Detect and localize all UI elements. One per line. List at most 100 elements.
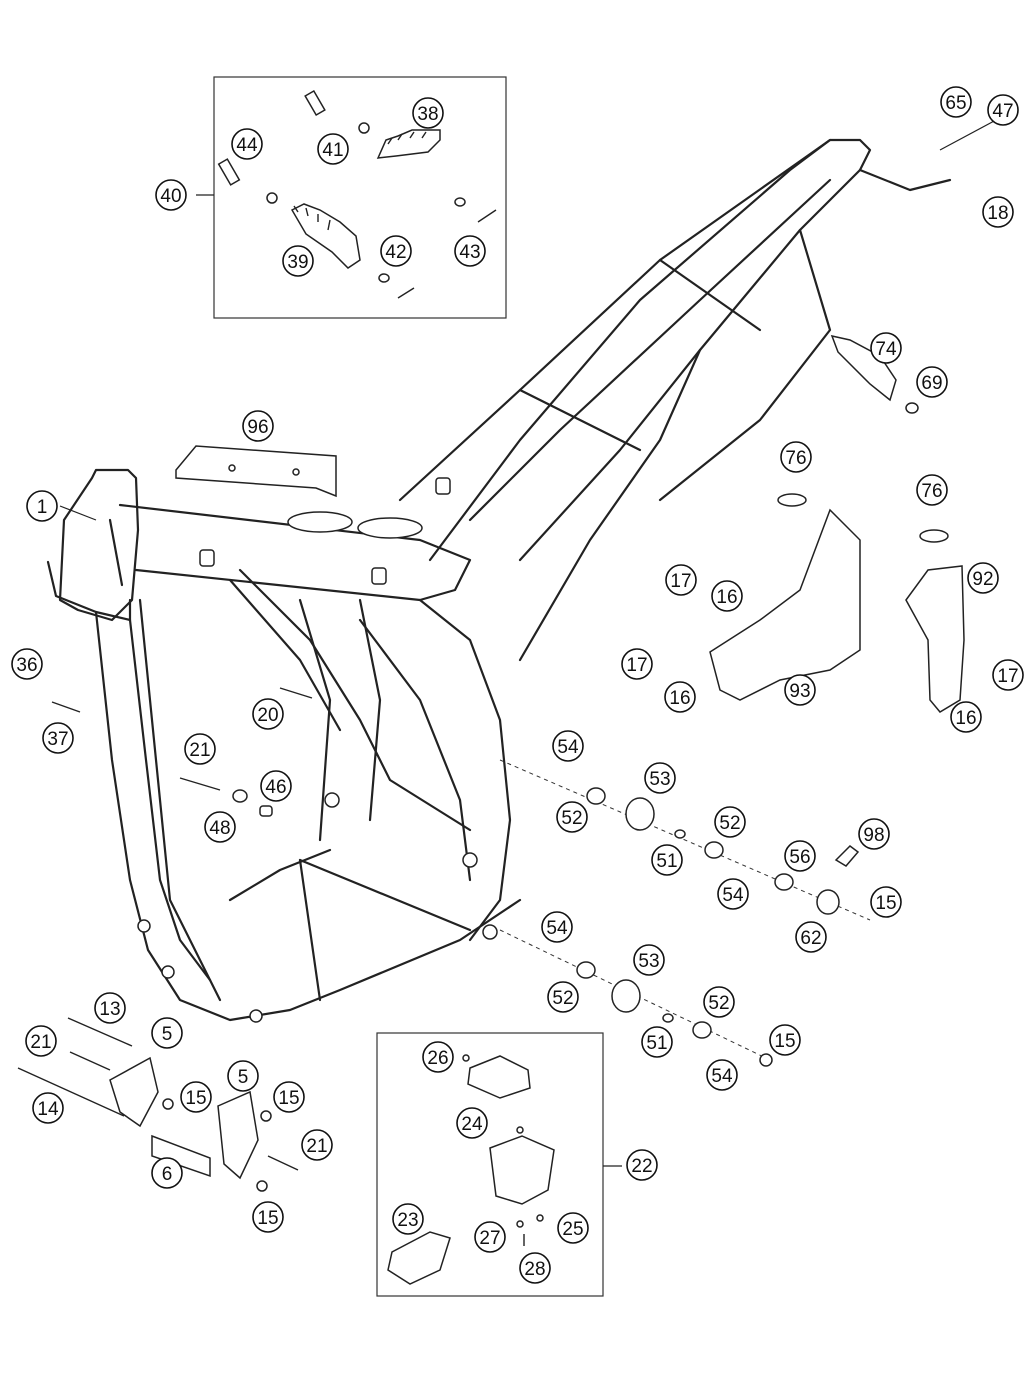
callout-21: 21 [25,1025,57,1057]
svg-text:15: 15 [875,893,896,914]
callout-74: 74 [870,332,902,364]
callout-69: 69 [916,366,948,398]
svg-text:53: 53 [649,769,670,790]
svg-text:52: 52 [561,808,582,829]
svg-text:46: 46 [265,777,286,798]
svg-text:24: 24 [461,1114,483,1135]
svg-text:44: 44 [236,135,258,156]
svg-text:48: 48 [209,818,230,839]
svg-text:15: 15 [774,1031,795,1052]
callout-17: 17 [992,659,1024,691]
svg-text:62: 62 [800,928,821,949]
svg-text:15: 15 [278,1088,299,1109]
callout-16: 16 [664,681,696,713]
svg-text:54: 54 [711,1066,733,1087]
engine-mount-hardware [499,759,871,1067]
callout-47: 47 [987,94,1019,126]
svg-text:21: 21 [189,740,210,761]
callout-52: 52 [556,801,588,833]
callout-62: 62 [795,921,827,953]
svg-text:21: 21 [30,1032,51,1053]
svg-text:13: 13 [99,999,120,1020]
callout-96: 96 [242,410,274,442]
callout-5: 5 [227,1060,259,1092]
callout-16: 16 [711,580,743,612]
callout-76: 76 [780,441,812,473]
callout-38: 38 [412,97,444,129]
callout-28: 28 [519,1252,551,1284]
svg-text:22: 22 [631,1156,652,1177]
svg-text:69: 69 [921,373,942,394]
rear-parts [709,334,965,867]
callout-36: 36 [11,648,43,680]
callout-26: 26 [422,1041,454,1073]
callout-17: 17 [621,648,653,680]
callout-20: 20 [252,698,284,730]
callout-56: 56 [784,840,816,872]
svg-text:93: 93 [789,681,810,702]
callout-15: 15 [769,1024,801,1056]
callout-52: 52 [714,806,746,838]
callout-15: 15 [870,886,902,918]
svg-text:6: 6 [162,1164,173,1185]
callout-1: 1 [26,490,58,522]
svg-text:15: 15 [257,1208,278,1229]
svg-text:17: 17 [670,571,691,592]
svg-text:16: 16 [955,708,976,729]
svg-text:54: 54 [557,737,579,758]
svg-text:16: 16 [716,587,737,608]
svg-text:37: 37 [47,729,68,750]
footpeg-inset [196,76,507,319]
callout-5: 5 [151,1017,183,1049]
chain-guide-inset [376,1032,622,1297]
svg-text:5: 5 [162,1024,173,1045]
callout-21: 21 [184,733,216,765]
callout-40: 40 [155,179,187,211]
callout-41: 41 [317,133,349,165]
callout-21: 21 [301,1129,333,1161]
svg-text:36: 36 [16,655,37,676]
svg-text:65: 65 [945,93,966,114]
callout-92: 92 [967,562,999,594]
callout-65: 65 [940,86,972,118]
svg-text:27: 27 [479,1228,500,1249]
svg-text:25: 25 [562,1219,583,1240]
svg-text:40: 40 [160,186,181,207]
callout-15: 15 [252,1201,284,1233]
main-frame [46,138,952,1023]
svg-text:54: 54 [546,918,568,939]
svg-text:98: 98 [863,825,884,846]
callout-52: 52 [547,981,579,1013]
svg-text:43: 43 [459,242,480,263]
svg-text:14: 14 [37,1099,59,1120]
svg-text:56: 56 [789,847,810,868]
svg-text:42: 42 [385,242,406,263]
svg-text:16: 16 [669,688,690,709]
callout-48: 48 [204,811,236,843]
callout-27: 27 [474,1221,506,1253]
svg-text:52: 52 [708,993,729,1014]
callout-44: 44 [231,128,263,160]
svg-text:52: 52 [719,813,740,834]
svg-text:17: 17 [626,655,647,676]
callout-17: 17 [665,564,697,596]
callout-37: 37 [42,722,74,754]
svg-text:1: 1 [37,497,48,518]
callout-15: 15 [273,1081,305,1113]
callout-52: 52 [703,986,735,1018]
svg-text:76: 76 [921,481,942,502]
svg-text:52: 52 [552,988,573,1009]
callout-54: 54 [706,1059,738,1091]
callout-54: 54 [552,730,584,762]
callout-54: 54 [717,878,749,910]
svg-text:17: 17 [997,666,1018,687]
svg-text:51: 51 [656,851,677,872]
callout-46: 46 [260,770,292,802]
callout-22: 22 [626,1149,658,1181]
callout-76: 76 [916,474,948,506]
part-callouts: 1 5 5 6 13 14 15 15 15 15 15 16 16 16 17… [11,86,1024,1284]
callout-43: 43 [454,235,486,267]
svg-text:20: 20 [257,705,278,726]
callout-53: 53 [644,762,676,794]
callout-24: 24 [456,1107,488,1139]
